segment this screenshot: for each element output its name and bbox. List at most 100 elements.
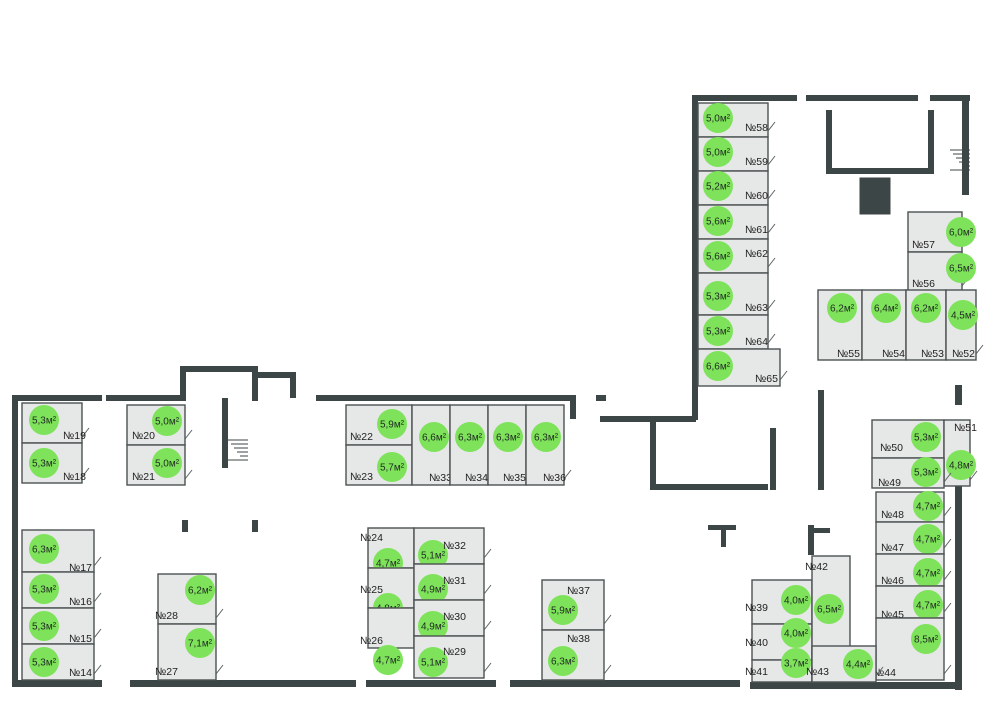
area-badge — [703, 171, 733, 201]
area-badge — [29, 405, 59, 435]
unit-number: №27 — [155, 666, 178, 678]
storage-unit[interactable]: 6,2м² №55 — [817, 289, 870, 361]
unit-number: №16 — [69, 596, 92, 608]
area-badge — [703, 137, 733, 167]
unit-area: 5,2м² — [706, 182, 731, 193]
door-mark — [943, 602, 952, 613]
area-badge — [843, 649, 873, 679]
door-mark — [603, 614, 612, 625]
unit-number: №29 — [443, 646, 466, 658]
area-badge — [703, 206, 733, 236]
unit-number: №55 — [837, 348, 860, 360]
area-badge — [946, 217, 976, 247]
area-badge — [913, 590, 943, 620]
unit-number: №35 — [503, 472, 526, 484]
unit-number: №48 — [881, 509, 904, 521]
area-badge — [373, 645, 403, 675]
door-mark — [875, 666, 884, 677]
door-mark — [563, 469, 572, 480]
unit-number: №24 — [360, 532, 383, 544]
unit-area: 4,7м² — [916, 502, 941, 513]
area-badge — [418, 647, 448, 677]
area-badge — [29, 534, 59, 564]
door-mark — [767, 189, 776, 200]
unit-number: №36 — [543, 472, 566, 484]
unit-area: 4,7м² — [916, 569, 941, 580]
unit-number: №42 — [805, 561, 828, 573]
unit-area: 6,2м² — [830, 304, 855, 315]
unit-area: 5,0м² — [155, 417, 180, 428]
unit-number: №54 — [882, 348, 905, 360]
unit-area: 3,7м² — [784, 659, 809, 670]
door-mark — [483, 620, 492, 631]
door-mark — [767, 223, 776, 234]
area-badge — [185, 575, 215, 605]
area-badge — [946, 253, 976, 283]
unit-area: 6,0м² — [949, 228, 974, 239]
unit-number: №37 — [567, 585, 590, 597]
unit-area: 4,7м² — [376, 656, 401, 667]
area-badge — [29, 647, 59, 677]
door-mark — [767, 121, 776, 132]
unit-area: 8,5м² — [914, 635, 939, 646]
storage-unit[interactable]: 7,1м² №27 — [155, 623, 224, 681]
unit-area: 7,1м² — [188, 639, 213, 650]
unit-number: №62 — [745, 248, 768, 260]
unit-area: 4,5м² — [951, 311, 976, 322]
unit-area: 4,8м² — [949, 461, 974, 472]
area-badge — [913, 491, 943, 521]
storage-unit[interactable]: 4,7м² №48 — [875, 491, 952, 523]
unit-number: №28 — [155, 610, 178, 622]
area-badge — [946, 450, 976, 480]
unit-number: №65 — [755, 373, 778, 385]
unit-number: №17 — [69, 562, 92, 574]
unit-number: №32 — [443, 540, 466, 552]
